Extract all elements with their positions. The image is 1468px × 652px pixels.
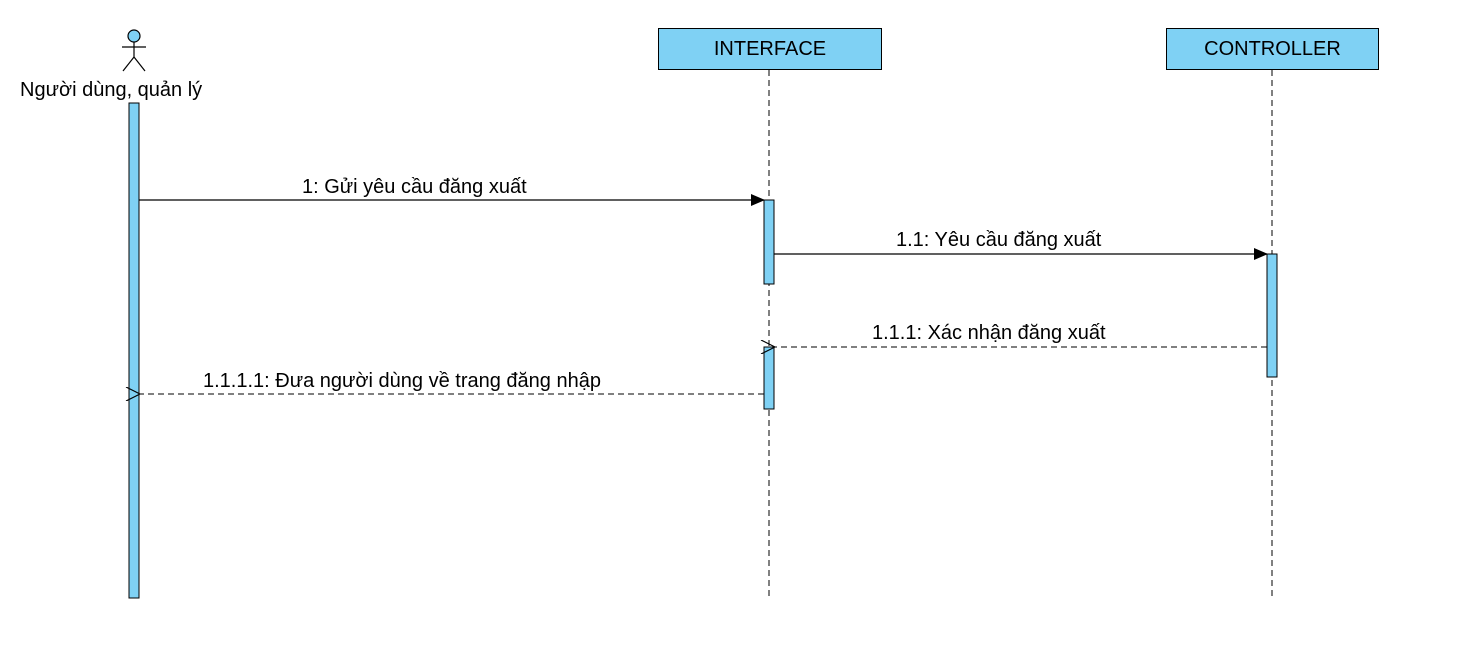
actor-stick-figure-icon — [122, 29, 146, 72]
message-2-label: 1.1: Yêu cầu đăng xuất — [892, 230, 1106, 250]
message-4-label: 1.1.1.1: Đưa người dùng về trang đăng nh… — [199, 371, 605, 391]
actor-name-label: Người dùng, quản lý — [20, 79, 203, 101]
interface-lifeline-head: INTERFACE — [658, 28, 882, 70]
message-1-label: 1: Gửi yêu cầu đăng xuất — [298, 177, 531, 197]
interface-activation-bar-1 — [763, 199, 775, 285]
controller-lifeline-head: CONTROLLER — [1166, 28, 1379, 70]
controller-activation-bar — [1266, 253, 1278, 378]
actor-activation-bar — [128, 102, 140, 599]
interface-activation-bar-2 — [763, 346, 775, 410]
message-3-label: 1.1.1: Xác nhận đăng xuất — [868, 323, 1110, 343]
